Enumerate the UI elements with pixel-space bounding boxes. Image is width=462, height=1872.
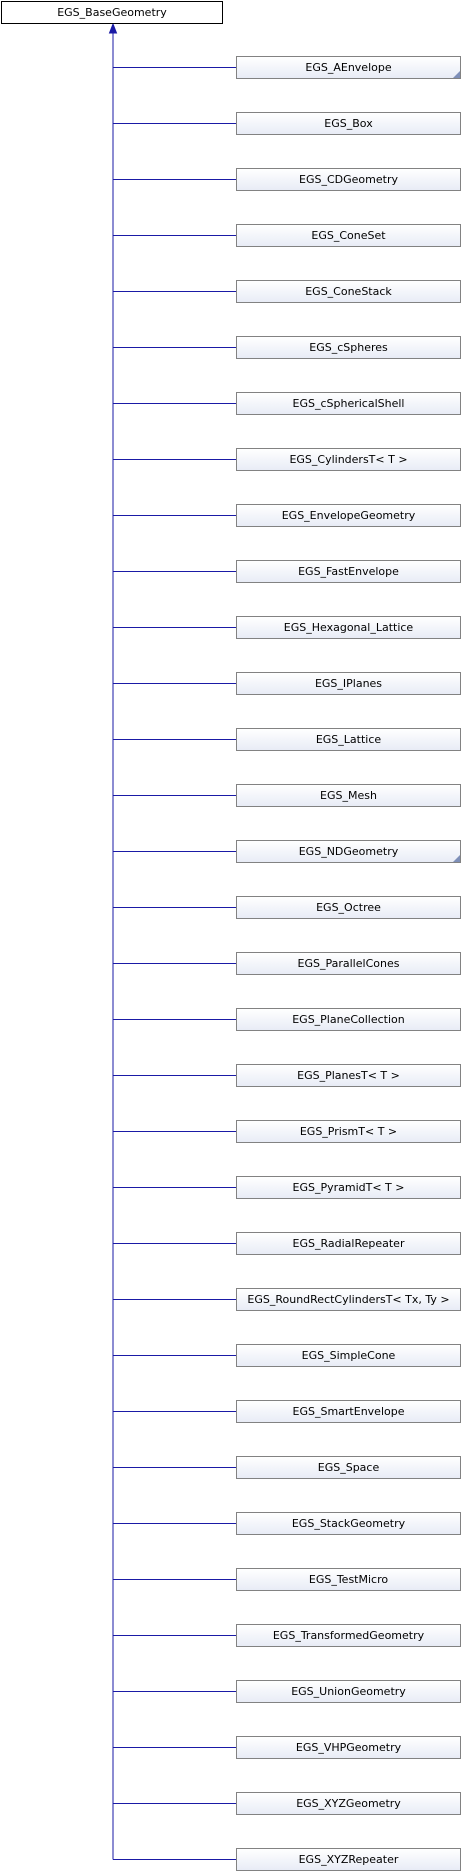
derived-class-node[interactable]: EGS_StackGeometry — [236, 1512, 461, 1535]
derived-class-node[interactable]: EGS_Mesh — [236, 784, 461, 807]
derived-class-node[interactable]: EGS_RadialRepeater — [236, 1232, 461, 1255]
derived-class-node[interactable]: EGS_VHPGeometry — [236, 1736, 461, 1759]
derived-class-node[interactable]: EGS_TransformedGeometry — [236, 1624, 461, 1647]
derived-class-node[interactable]: EGS_SmartEnvelope — [236, 1400, 461, 1423]
derived-class-node[interactable]: EGS_cSpheres — [236, 336, 461, 359]
derived-class-node[interactable]: EGS_Octree — [236, 896, 461, 919]
derived-class-node[interactable]: EGS_Space — [236, 1456, 461, 1479]
derived-class-node[interactable]: EGS_TestMicro — [236, 1568, 461, 1591]
derived-class-node[interactable]: EGS_RoundRectCylindersT< Tx, Ty > — [236, 1288, 461, 1311]
base-class-node: EGS_BaseGeometry — [1, 1, 223, 24]
derived-class-node[interactable]: EGS_IPlanes — [236, 672, 461, 695]
derived-class-node[interactable]: EGS_UnionGeometry — [236, 1680, 461, 1703]
derived-class-node[interactable]: EGS_ParallelCones — [236, 952, 461, 975]
has-subclasses-fold-icon — [453, 71, 460, 78]
derived-class-node[interactable]: EGS_Box — [236, 112, 461, 135]
derived-class-node[interactable]: EGS_XYZGeometry — [236, 1792, 461, 1815]
derived-class-node[interactable]: EGS_NDGeometry — [236, 840, 461, 863]
derived-class-node[interactable]: EGS_XYZRepeater — [236, 1848, 461, 1871]
has-subclasses-fold-icon — [453, 855, 460, 862]
derived-class-node[interactable]: EGS_PlaneCollection — [236, 1008, 461, 1031]
derived-class-node[interactable]: EGS_PyramidT< T > — [236, 1176, 461, 1199]
derived-class-node[interactable]: EGS_CDGeometry — [236, 168, 461, 191]
derived-class-node[interactable]: EGS_PlanesT< T > — [236, 1064, 461, 1087]
derived-class-node[interactable]: EGS_FastEnvelope — [236, 560, 461, 583]
derived-class-node[interactable]: EGS_CylindersT< T > — [236, 448, 461, 471]
derived-class-node[interactable]: EGS_PrismT< T > — [236, 1120, 461, 1143]
derived-class-node[interactable]: EGS_Lattice — [236, 728, 461, 751]
derived-class-node[interactable]: EGS_cSphericalShell — [236, 392, 461, 415]
derived-class-node[interactable]: EGS_ConeStack — [236, 280, 461, 303]
derived-class-node[interactable]: EGS_SimpleCone — [236, 1344, 461, 1367]
derived-class-node[interactable]: EGS_ConeSet — [236, 224, 461, 247]
inheritance-arrowhead — [108, 22, 118, 34]
derived-class-node[interactable]: EGS_EnvelopeGeometry — [236, 504, 461, 527]
derived-class-node[interactable]: EGS_Hexagonal_Lattice — [236, 616, 461, 639]
derived-class-node[interactable]: EGS_AEnvelope — [236, 56, 461, 79]
